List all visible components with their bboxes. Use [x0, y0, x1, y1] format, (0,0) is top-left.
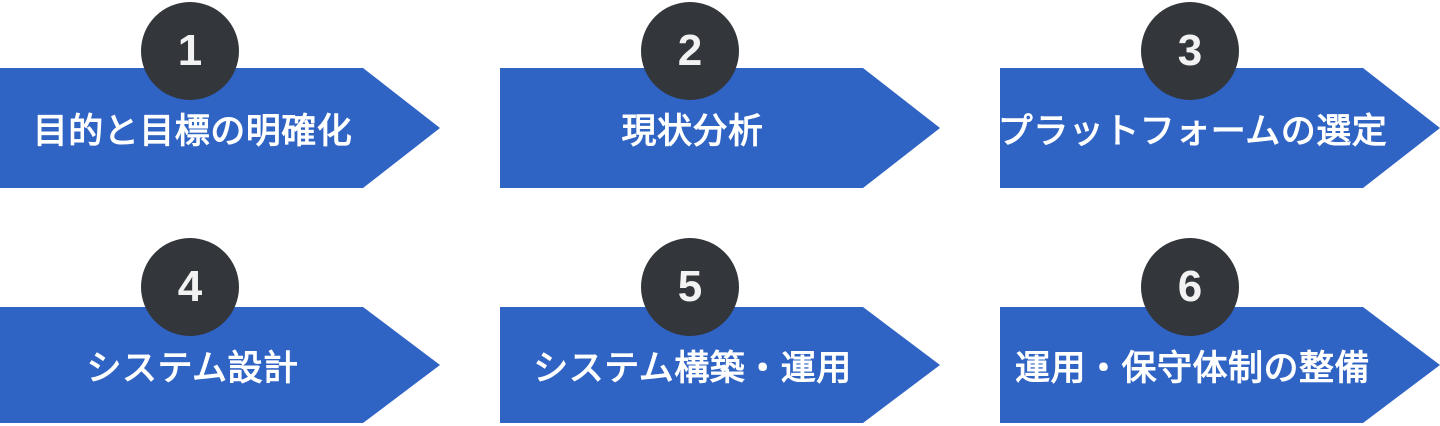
- step-label: システム構築・運用: [533, 348, 852, 388]
- step-number: 6: [1177, 262, 1203, 311]
- step-number: 1: [177, 26, 203, 75]
- step-number: 3: [1177, 26, 1203, 75]
- step-number-badge: 1: [141, 2, 239, 100]
- step-arrow: システム構築・運用: [500, 307, 940, 423]
- step-number-badge: 3: [1141, 2, 1239, 100]
- step-number-badge: 4: [141, 238, 239, 336]
- step-number-badge: 5: [641, 238, 739, 336]
- step-number: 2: [677, 26, 703, 75]
- step-label: 運用・保守体制の整備: [1014, 348, 1370, 388]
- step-arrow: 目的と目標の明確化: [0, 68, 440, 188]
- step-number-badge: 2: [641, 2, 739, 100]
- step-label: 現状分析: [621, 111, 764, 151]
- step-arrow: 現状分析: [500, 68, 940, 188]
- step-arrow: システム設計: [0, 307, 440, 423]
- step-number: 4: [177, 262, 203, 311]
- step-number-badge: 6: [1141, 238, 1239, 336]
- step-arrow: 運用・保守体制の整備: [1000, 307, 1440, 423]
- step-label: プラットフォームの選定: [997, 111, 1388, 151]
- step-number: 5: [677, 262, 703, 311]
- step-label: 目的と目標の明確化: [32, 111, 353, 151]
- step-label: システム設計: [86, 348, 299, 388]
